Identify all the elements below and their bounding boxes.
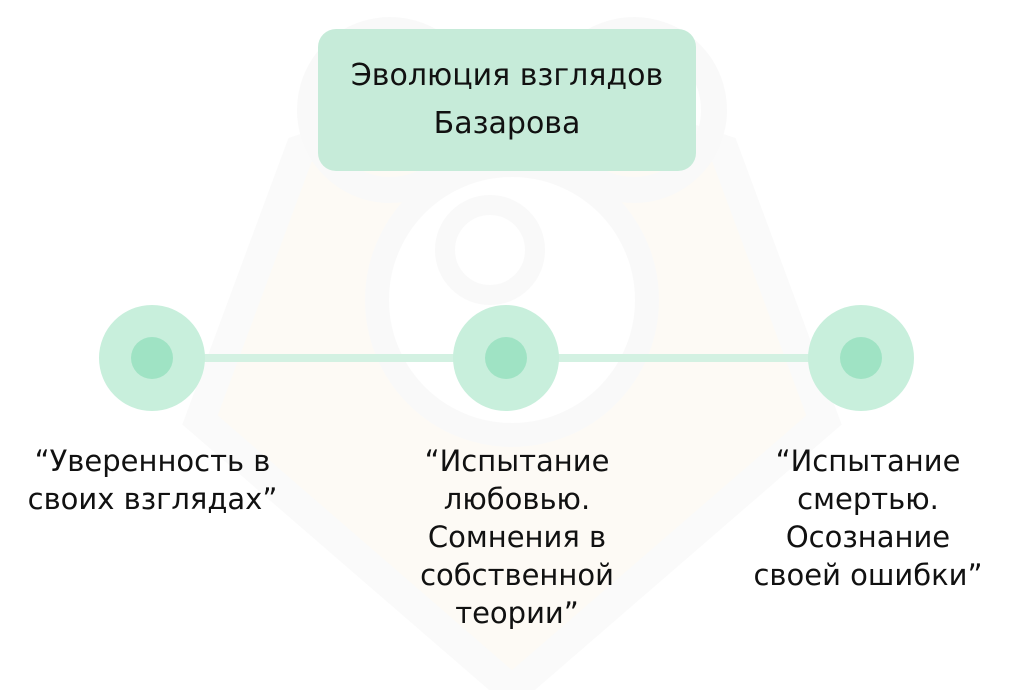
timeline-node-1	[99, 305, 205, 411]
stage-label-1: “Уверенность в своих взглядах”	[27, 444, 278, 516]
timeline-node-3	[808, 305, 914, 411]
timeline-node-1-inner	[131, 337, 173, 379]
diagram-title: Эволюция взглядов Базарова	[318, 29, 696, 171]
stage-label-2: “Испытание любовью. Сомнения в собственн…	[420, 444, 614, 630]
watermark-nose	[435, 195, 545, 305]
stage-label-3: “Испытание смертью. Осознание своей ошиб…	[753, 444, 983, 592]
timeline-node-3-inner	[840, 337, 882, 379]
timeline-node-2	[453, 305, 559, 411]
timeline-node-2-inner	[485, 337, 527, 379]
